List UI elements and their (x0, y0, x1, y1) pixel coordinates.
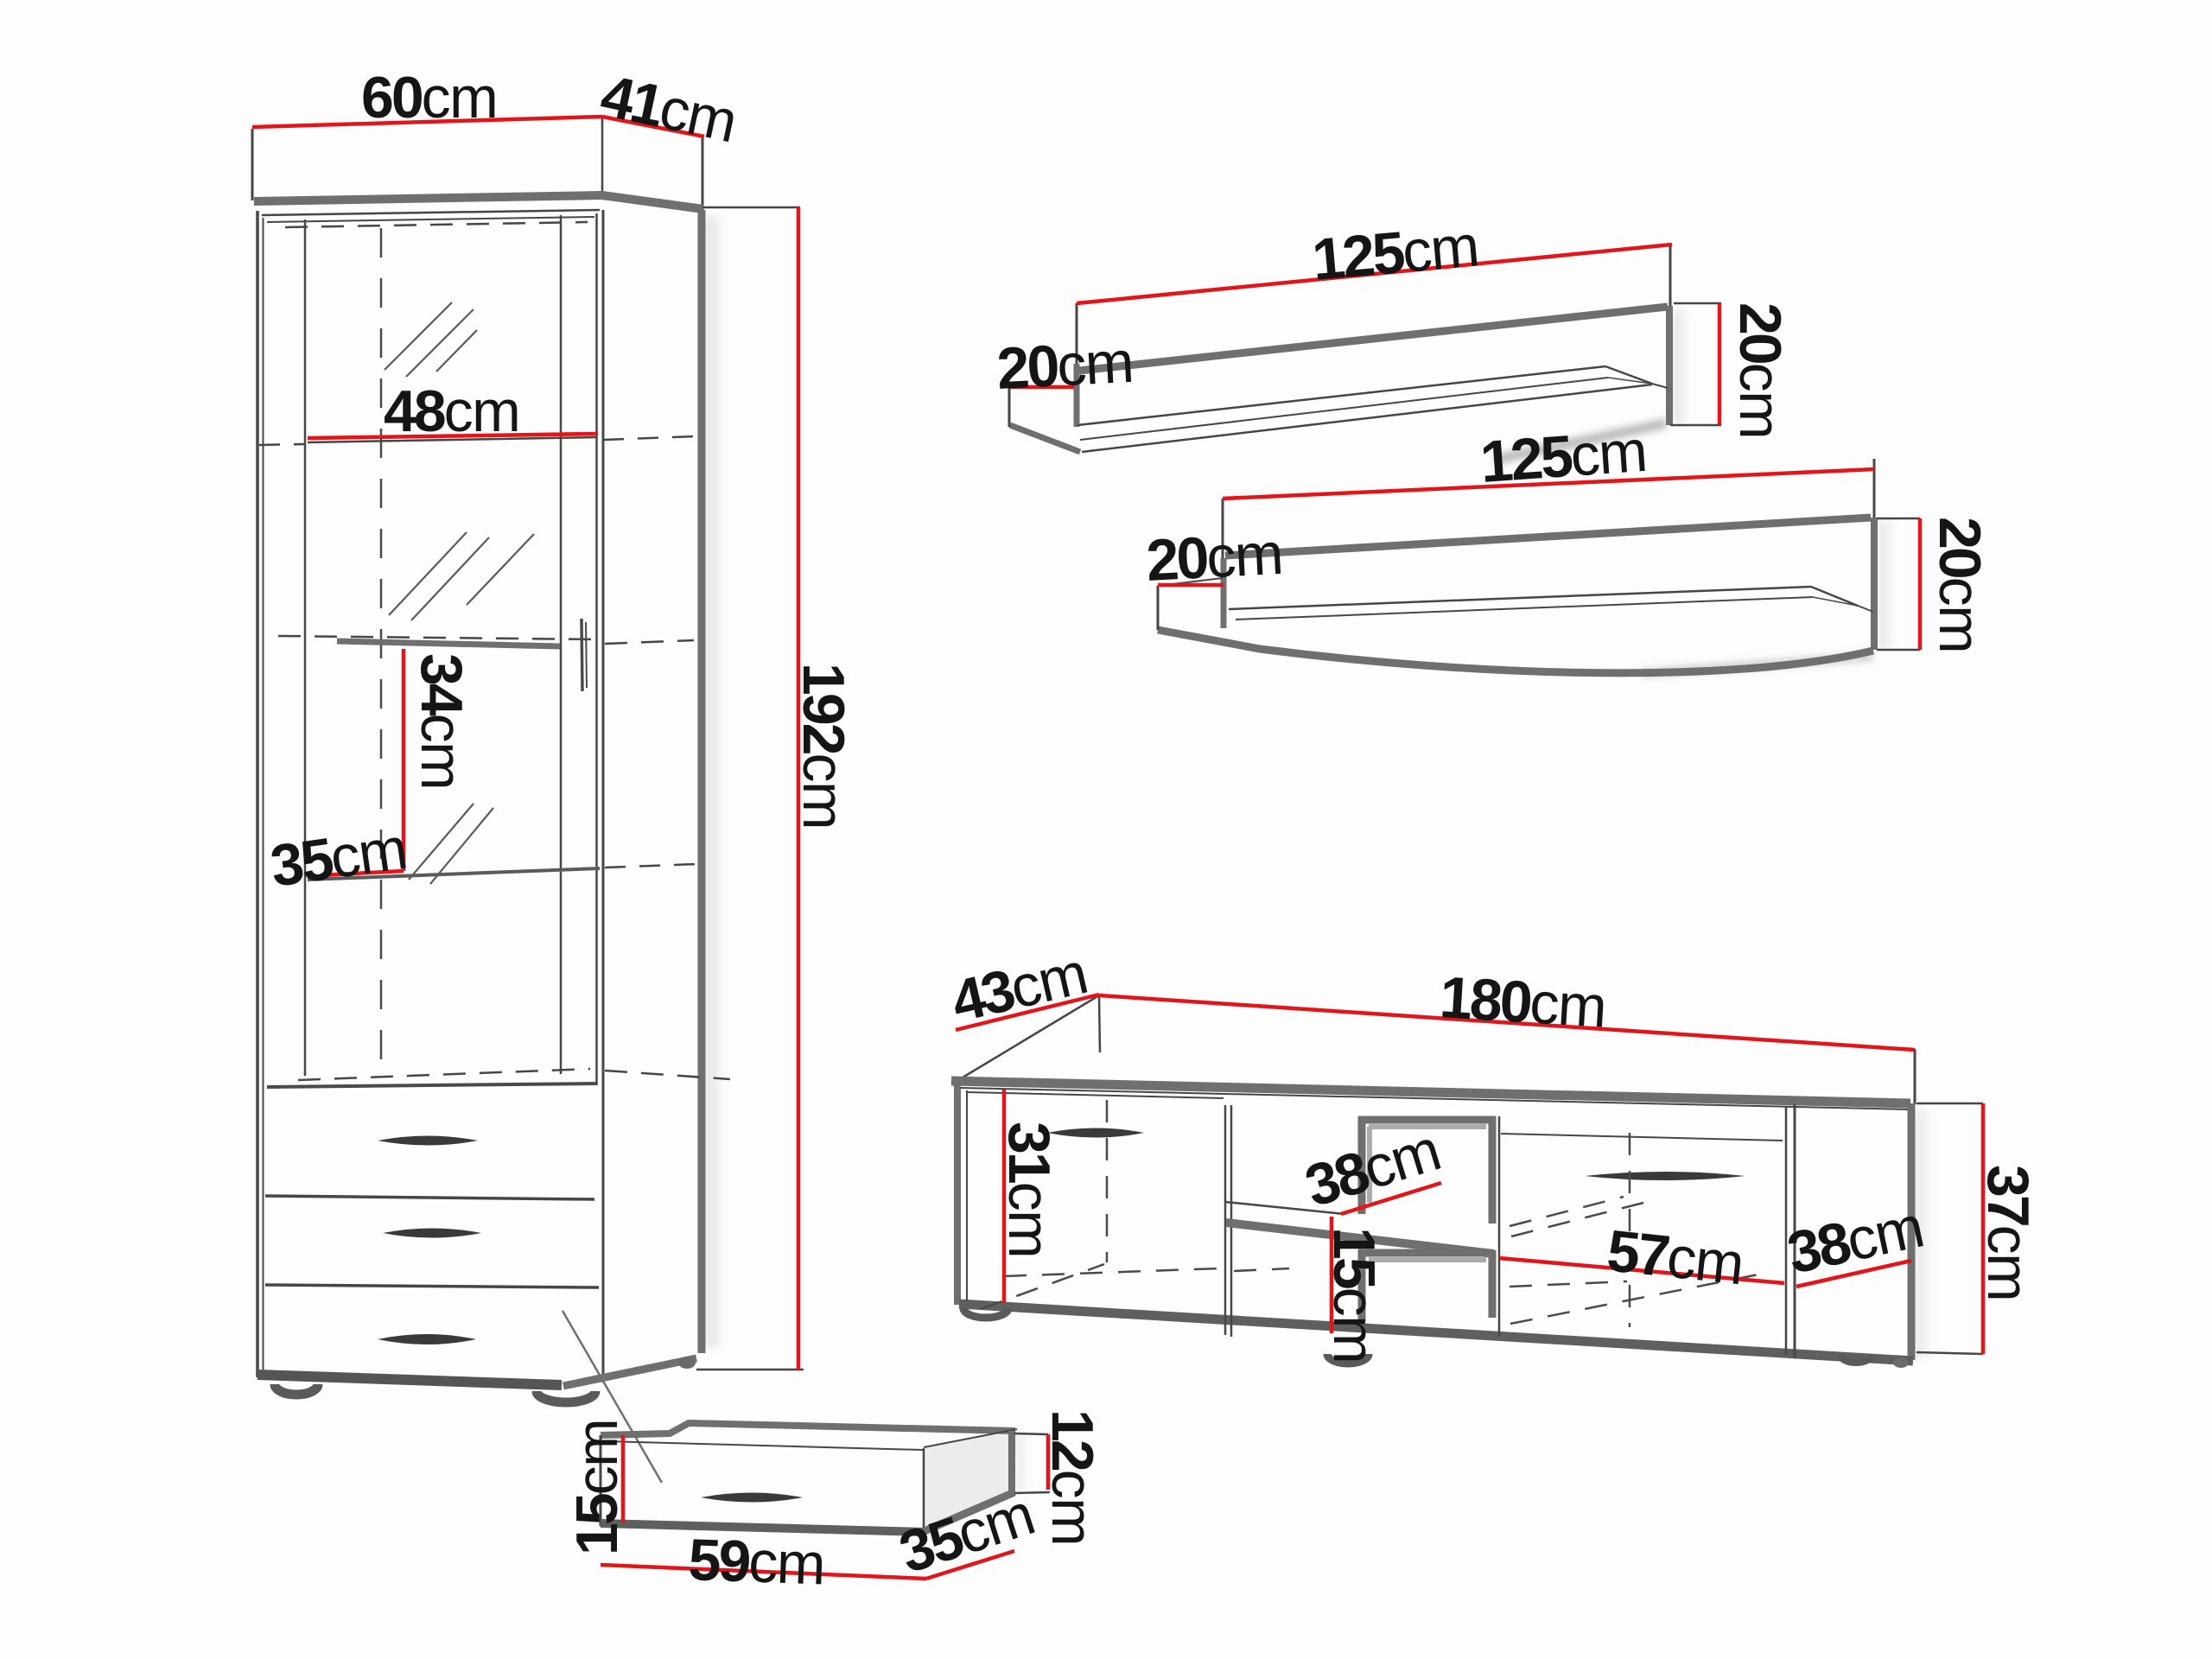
svg-text:59cm: 59cm (687, 1527, 825, 1597)
svg-text:192cm: 192cm (791, 663, 856, 829)
svg-text:41cm: 41cm (595, 62, 742, 155)
svg-text:37cm: 37cm (1975, 1165, 2041, 1300)
svg-text:31cm: 31cm (996, 1122, 1062, 1257)
svg-text:35cm: 35cm (267, 816, 410, 899)
svg-text:180cm: 180cm (1438, 964, 1607, 1040)
svg-text:43cm: 43cm (945, 940, 1092, 1034)
svg-text:38cm: 38cm (1782, 1194, 1929, 1287)
svg-text:20cm: 20cm (995, 329, 1135, 402)
svg-text:15cm: 15cm (1321, 1227, 1387, 1363)
svg-text:57cm: 57cm (1604, 1217, 1745, 1297)
svg-text:12cm: 12cm (1039, 1409, 1105, 1545)
svg-text:20cm: 20cm (1145, 521, 1284, 594)
svg-text:15cm: 15cm (564, 1420, 630, 1555)
svg-text:125cm: 125cm (1478, 418, 1649, 495)
svg-text:125cm: 125cm (1310, 213, 1481, 292)
svg-text:20cm: 20cm (1927, 517, 1993, 652)
svg-text:20cm: 20cm (1727, 302, 1793, 438)
svg-text:60cm: 60cm (361, 65, 497, 130)
svg-text:48cm: 48cm (384, 378, 519, 444)
svg-text:34cm: 34cm (409, 653, 474, 789)
